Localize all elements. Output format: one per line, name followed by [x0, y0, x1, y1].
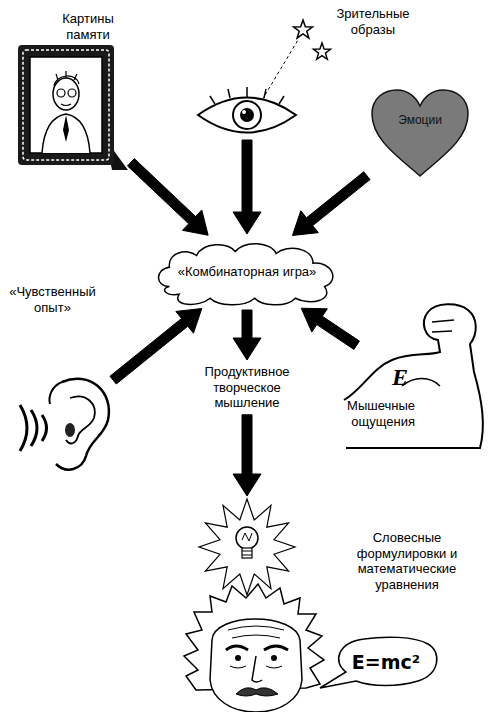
- visual-image-node: Зрительные образы: [200, 92, 294, 136]
- picture-frame: [18, 45, 128, 170]
- node-text: Мышечные ощущения: [325, 398, 415, 429]
- star: [293, 20, 312, 38]
- nose: [252, 656, 262, 682]
- node-text: «Комбинаторная игра»: [178, 264, 317, 280]
- node-text: Зрительные образы: [328, 6, 418, 37]
- eye-iris: [233, 101, 261, 129]
- bulb-filament: [242, 533, 252, 541]
- productive-thinking-node: Продуктивное творческое мышление: [187, 364, 307, 411]
- eyebrows: [226, 646, 288, 650]
- portrait-tie: [63, 115, 69, 142]
- wrinkles: [228, 626, 284, 638]
- muscle-arm-node: Мышечные ощущения: [360, 320, 480, 455]
- eye-bags: [230, 666, 282, 668]
- heart-path: [372, 90, 468, 176]
- burst-star: [199, 499, 295, 595]
- arrow-connector: [233, 415, 261, 496]
- portrait-glasses: [68, 89, 76, 97]
- memory-picture-node: Картины памяти: [18, 45, 128, 170]
- arrow-connector: [233, 310, 261, 360]
- speech-bubble: E=mc²: [332, 636, 440, 688]
- ear-fold: [66, 396, 95, 443]
- bulb-base: [242, 548, 252, 558]
- sight-line: [262, 40, 298, 100]
- node-text: Продуктивное творческое мышление: [187, 364, 307, 411]
- arrow-connector: [233, 140, 261, 234]
- energy-letter: E: [392, 364, 408, 391]
- idea-burst: [199, 499, 295, 595]
- node-text: E=mc²: [352, 651, 420, 674]
- sound-wave: [31, 410, 37, 446]
- portrait-hair: [54, 71, 79, 86]
- bubble-path: [320, 637, 437, 688]
- eye-highlight: [242, 110, 246, 114]
- sound-wave: [20, 405, 27, 451]
- bulb-glass: [236, 527, 258, 549]
- portrait-glasses: [57, 89, 65, 97]
- node-text: «Чувственный опыт»: [5, 284, 100, 315]
- portrait-shoulders: [42, 114, 90, 153]
- portrait-head: [53, 78, 79, 110]
- node-text: Картины памяти: [48, 11, 128, 42]
- heart-outline: [370, 88, 470, 178]
- node-text: Эмоции: [398, 113, 442, 127]
- ear-canal: [65, 423, 75, 437]
- sensory-ear-node: «Чувственный опыт»: [15, 372, 110, 470]
- frame-border: [18, 45, 114, 165]
- arrow-connector: [301, 308, 359, 349]
- eye-pupil: [240, 108, 254, 122]
- arrow-connector: [110, 309, 202, 385]
- insight-node: Словесные формулировки и математические …: [170, 500, 324, 712]
- ear-outline: [50, 382, 63, 404]
- eye-dot: [235, 655, 241, 661]
- star: [313, 43, 330, 59]
- emotion-heart: Эмоции: [370, 88, 470, 178]
- eye-outline: [198, 98, 296, 133]
- mustache: [236, 688, 278, 696]
- ear: [20, 379, 109, 470]
- node-text: Словесные формулировки и математические …: [342, 530, 472, 592]
- eye-lashes: [210, 87, 284, 104]
- einstein-head: [184, 584, 324, 712]
- arrow-connector: [292, 172, 370, 236]
- combinatory-cloud: «Комбинаторная игра»: [150, 238, 344, 306]
- eye: [198, 20, 331, 133]
- arrow-connector: [127, 159, 208, 236]
- face: [210, 619, 302, 712]
- sound-wave: [42, 415, 47, 441]
- bulb-thread: [242, 551, 252, 555]
- ear-outline: [56, 379, 109, 470]
- cloud-path: [158, 244, 332, 305]
- portrait-canvas: [30, 57, 102, 153]
- frame-ornament: [23, 50, 109, 160]
- portrait-mouth: [61, 104, 71, 106]
- eye-dot: [271, 655, 277, 661]
- fist-fingers: [432, 320, 454, 332]
